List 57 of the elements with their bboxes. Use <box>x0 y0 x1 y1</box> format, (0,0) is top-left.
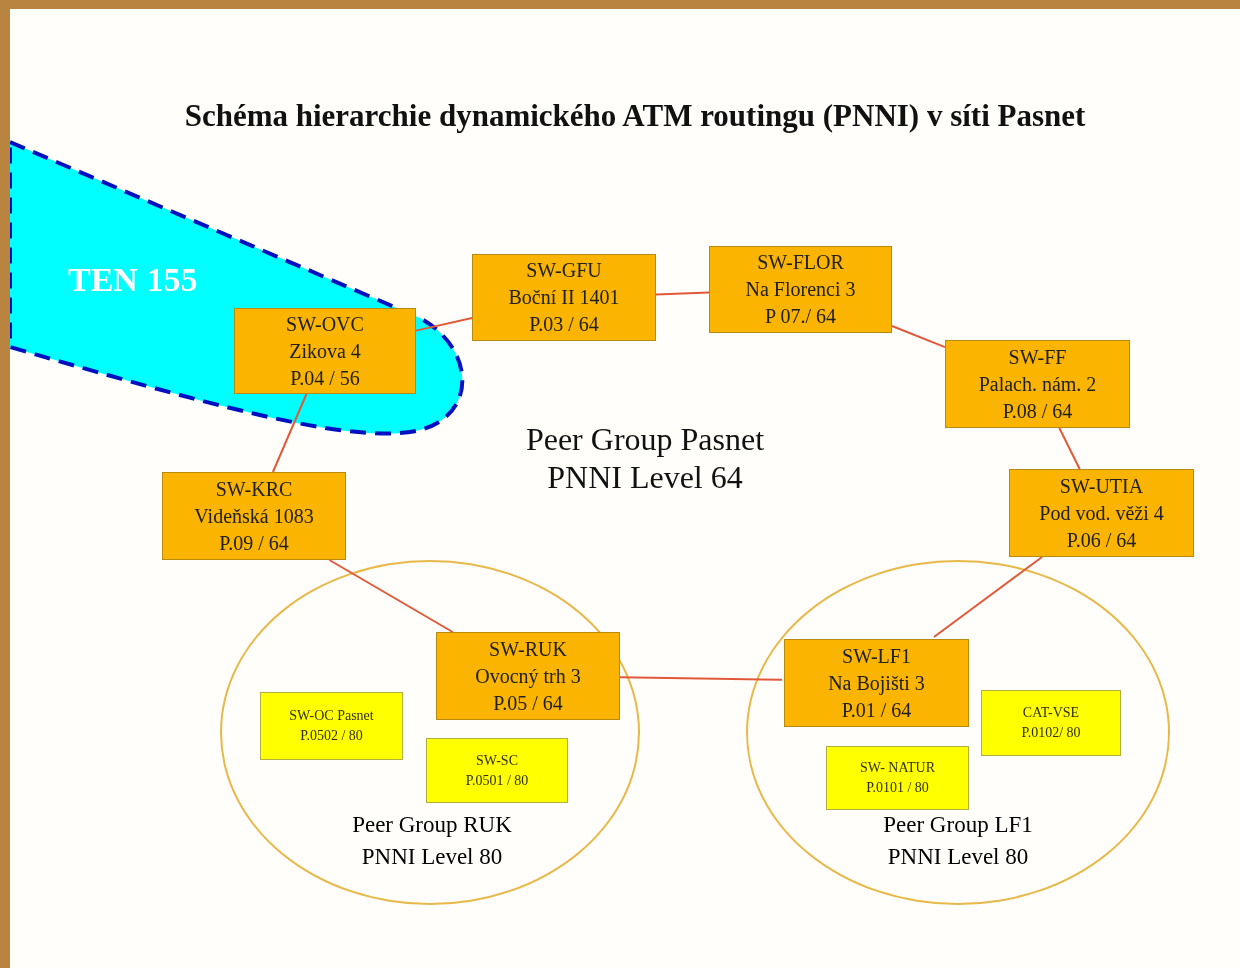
switch-box <box>234 308 416 394</box>
peer-group-ellipse <box>746 560 1170 905</box>
switch-label: P.04 / 56 <box>290 365 360 391</box>
switch-label: SW-OVC <box>286 311 364 337</box>
switch-label: P.09 / 64 <box>219 530 289 556</box>
switch-box <box>472 254 656 341</box>
link-line <box>271 393 308 473</box>
switch-label: SW-OC Pasnet <box>289 707 374 725</box>
switch-label: Na Florenci 3 <box>745 277 856 302</box>
sub-switch-box <box>260 692 403 760</box>
switch-box <box>162 472 346 560</box>
switch-label: SW-SC <box>476 751 518 770</box>
switch-label: Zikova 4 <box>289 338 361 364</box>
switch-label: P 07./ 64 <box>765 304 836 329</box>
link-line <box>619 676 783 681</box>
group-label: Peer Group LF1 PNNI Level 80 <box>882 811 1034 871</box>
switch-box <box>1009 469 1194 557</box>
switch-label: Palach. nám. 2 <box>978 371 1097 397</box>
switch-box <box>945 340 1130 428</box>
switch-label: P.0101 / 80 <box>866 779 929 797</box>
switch-label: SW-KRC <box>215 476 293 502</box>
switch-label: SW-RUK <box>489 636 567 662</box>
switch-label: SW-FF <box>1008 344 1067 370</box>
switch-label: P.0102/ 80 <box>1021 724 1081 742</box>
link-line <box>415 317 473 332</box>
link-line <box>655 291 710 296</box>
switch-label: Ovocný trh 3 <box>475 663 581 690</box>
link-line <box>932 556 1044 638</box>
switch-label: SW-GFU <box>526 258 602 283</box>
switch-label: SW- NATUR <box>859 759 936 777</box>
switch-label: Videňská 1083 <box>194 503 314 529</box>
switch-label: P.0501 / 80 <box>465 771 529 790</box>
switch-label: P.08 / 64 <box>1002 398 1073 424</box>
switch-label: P.05 / 64 <box>493 690 563 716</box>
switch-label: Pod vod. věži 4 <box>1039 500 1164 526</box>
switch-label: P.0502 / 80 <box>300 727 363 745</box>
switch-label: CAT-VSE <box>1022 704 1080 722</box>
switch-label: P.01 / 64 <box>841 697 912 723</box>
switch-box <box>709 246 892 333</box>
switch-label: Na Bojišti 3 <box>828 670 925 697</box>
link-line <box>891 325 946 349</box>
diagram-title: Schéma hierarchie dynamického ATM routingu (PNNI) v síti Pasnet <box>183 98 1087 134</box>
switch-label: SW-FLOR <box>757 250 844 275</box>
switch-label: P.03 / 64 <box>529 312 599 337</box>
switch-label: SW-LF1 <box>842 643 911 669</box>
switch-label: P.06 / 64 <box>1066 527 1137 553</box>
group-label: Peer Group RUK PNNI Level 80 <box>351 811 513 871</box>
sub-switch-box <box>426 738 568 803</box>
switch-label: Boční II 1401 <box>508 285 620 310</box>
sub-switch-box <box>981 690 1121 756</box>
region-label: TEN 155 <box>68 260 198 300</box>
switch-box <box>784 639 969 727</box>
link-line <box>1058 427 1081 470</box>
link-line <box>328 559 454 633</box>
group-label: Peer Group Pasnet PNNI Level 64 <box>524 420 766 496</box>
switch-label: SW-UTIA <box>1059 473 1144 499</box>
sub-switch-box <box>826 746 969 810</box>
